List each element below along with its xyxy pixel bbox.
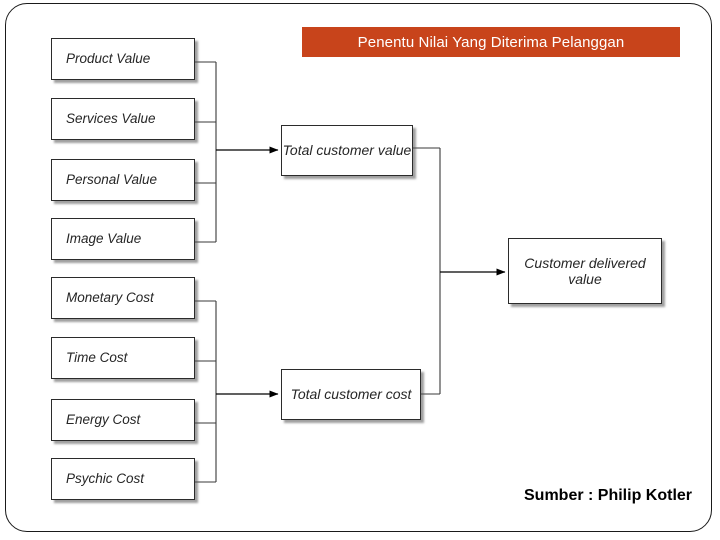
box-energy-cost-label: Energy Cost [66, 412, 141, 428]
box-psychic-cost-label: Psychic Cost [66, 471, 145, 487]
box-services-value-label: Services Value [66, 111, 156, 127]
box-image-value: Image Value [51, 218, 195, 260]
box-total-customer-value-label: Total customer value [282, 142, 412, 159]
box-customer-delivered-value-label: Customer delivered value [524, 254, 646, 287]
box-total-customer-cost-label: Total customer cost [290, 386, 412, 403]
box-image-value-label: Image Value [66, 231, 142, 247]
box-customer-delivered-value: Customer delivered value [508, 238, 662, 304]
box-monetary-cost: Monetary Cost [51, 277, 195, 319]
box-energy-cost: Energy Cost [51, 399, 195, 441]
box-total-customer-value: Total customer value [281, 125, 413, 176]
box-time-cost-label: Time Cost [66, 350, 128, 366]
slide-title-banner: Penentu Nilai Yang Diterima Pelanggan [302, 27, 680, 57]
slide-title-text: Penentu Nilai Yang Diterima Pelanggan [357, 33, 625, 51]
box-time-cost: Time Cost [51, 337, 195, 379]
source-credit: Sumber : Philip Kotler [524, 487, 693, 504]
box-product-value: Product Value [51, 38, 195, 80]
slide-border-frame [5, 3, 712, 532]
box-total-customer-cost: Total customer cost [281, 369, 421, 420]
box-psychic-cost: Psychic Cost [51, 458, 195, 500]
box-product-value-label: Product Value [66, 51, 151, 67]
box-personal-value-label: Personal Value [66, 172, 158, 188]
box-monetary-cost-label: Monetary Cost [66, 290, 154, 306]
box-personal-value: Personal Value [51, 159, 195, 201]
box-services-value: Services Value [51, 98, 195, 140]
